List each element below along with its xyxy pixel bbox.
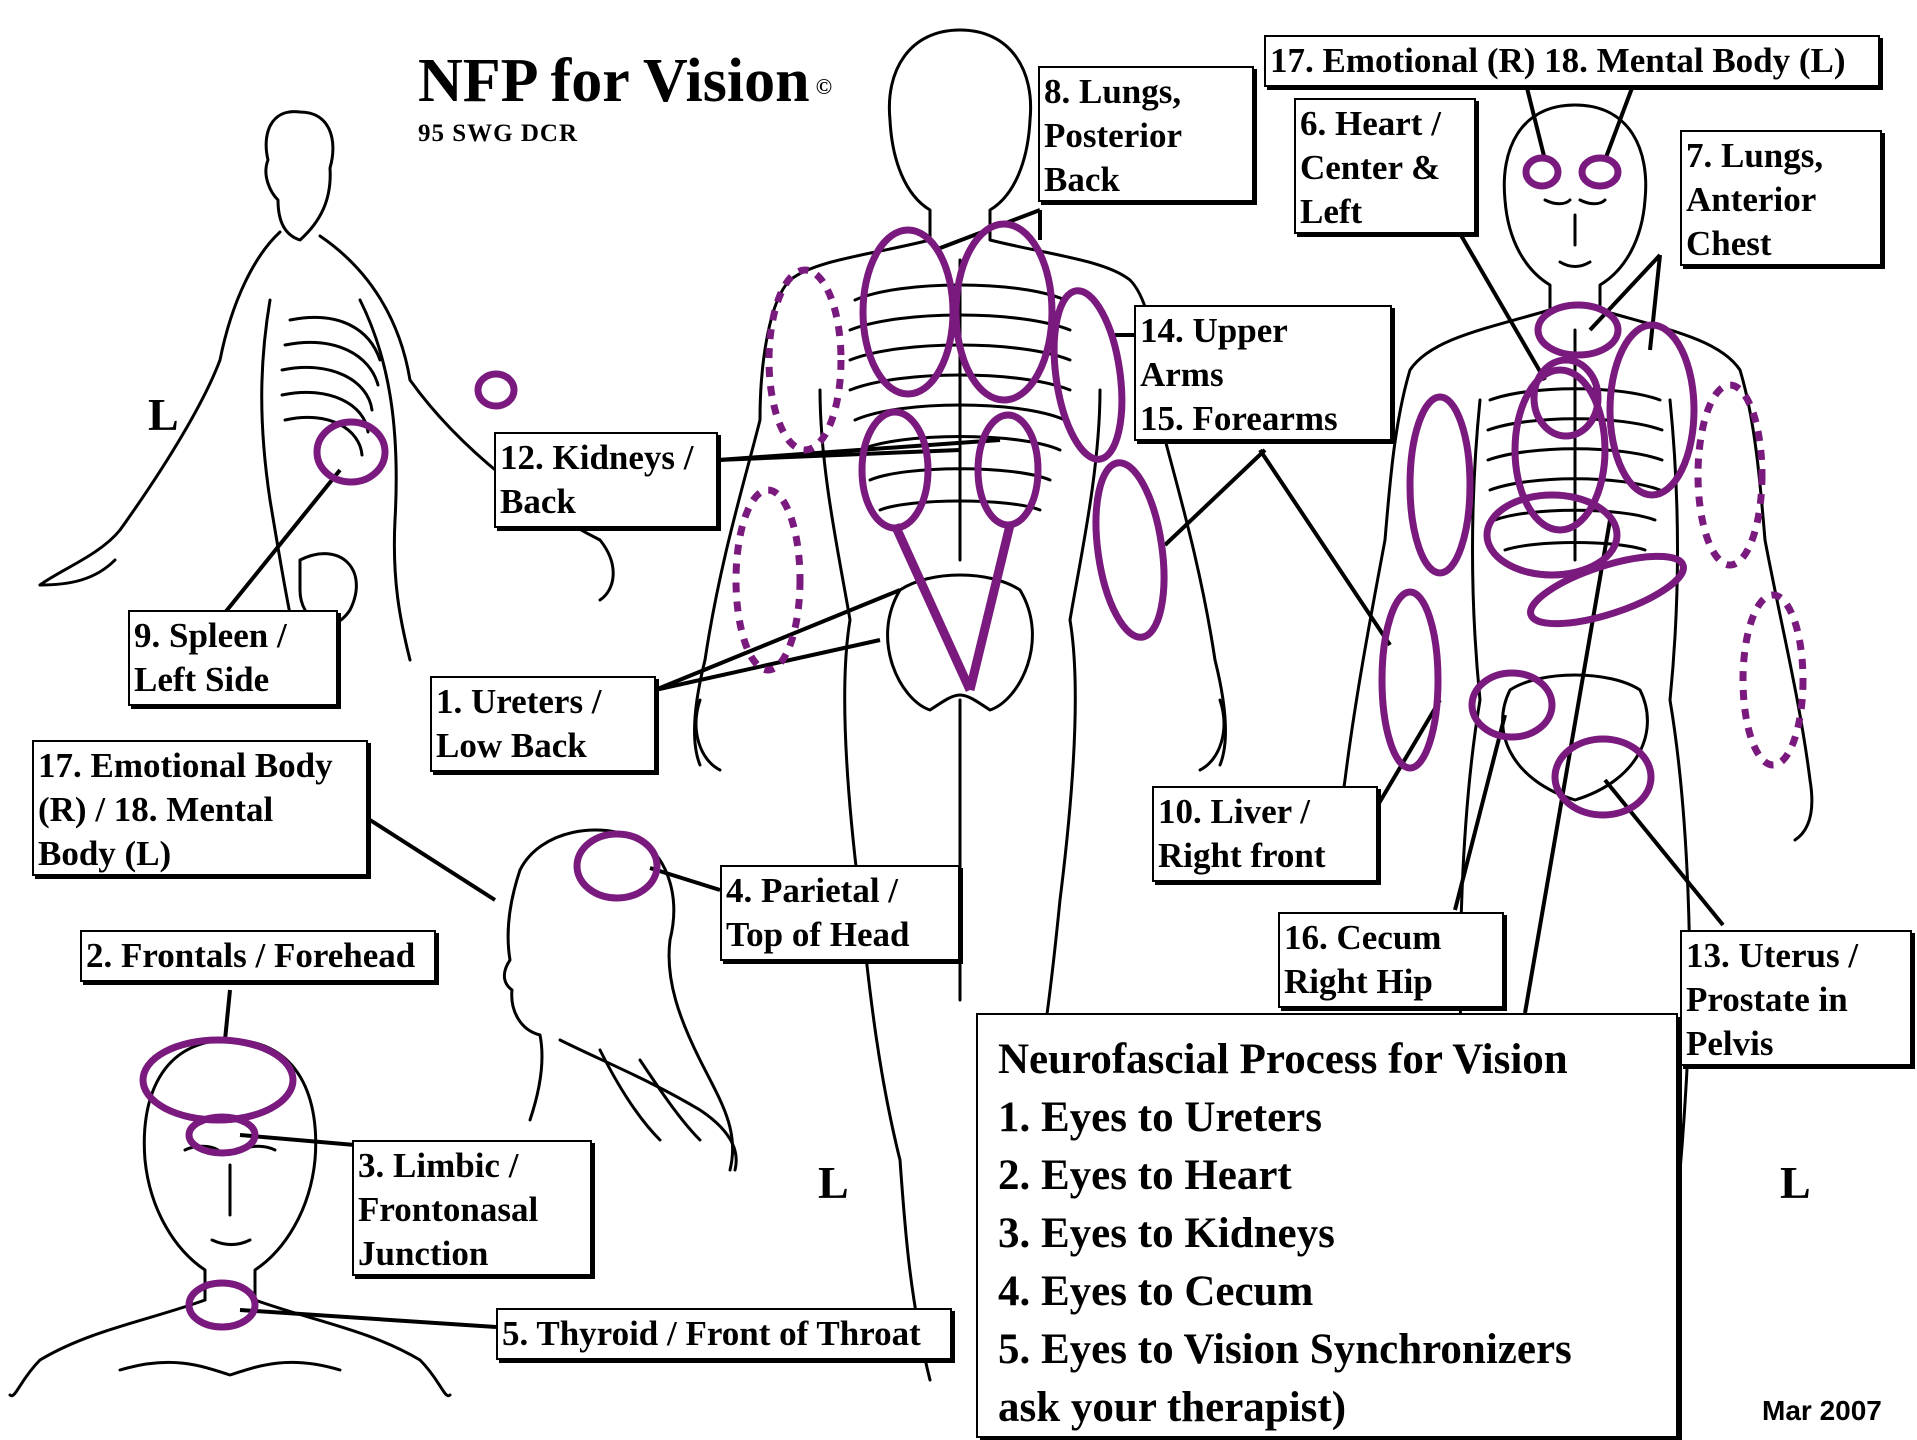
label-heart: 6. Heart / Center & Left — [1294, 98, 1476, 234]
head-profile-icon — [504, 830, 736, 1170]
side-marker-front-figure: L — [1780, 1156, 1811, 1209]
page-subtitle: 95 SWG DCR — [418, 120, 578, 148]
date-stamp: Mar 2007 — [1762, 1395, 1882, 1427]
process-step-3: 3. Eyes to Kidneys — [998, 1205, 1656, 1263]
process-step-4: 4. Eyes to Cecum — [998, 1263, 1656, 1321]
process-step-5: 5. Eyes to Vision Synchronizers — [998, 1321, 1656, 1379]
side-marker-left-figure: L — [148, 388, 179, 441]
process-step-2: 2. Eyes to Heart — [998, 1147, 1656, 1205]
side-marker-back-figure: L — [818, 1156, 849, 1209]
process-step-note: ask your therapist) — [998, 1379, 1656, 1437]
copyright-mark: © — [816, 74, 832, 99]
ureter-lines — [895, 525, 1010, 690]
label-thyroid: 5. Thyroid / Front of Throat — [496, 1308, 952, 1360]
label-ureters: 1. Ureters / Low Back — [430, 676, 656, 772]
label-uterus: 13. Uterus / Prostate in Pelvis — [1680, 930, 1912, 1066]
process-heading: Neurofascial Process for Vision — [998, 1031, 1656, 1089]
label-liver: 10. Liver / Right front — [1152, 786, 1378, 882]
process-box: Neurofascial Process for Vision 1. Eyes … — [976, 1013, 1678, 1438]
label-arms: 14. Upper Arms 15. Forearms — [1134, 305, 1392, 441]
label-spleen: 9. Spleen / Left Side — [128, 610, 338, 706]
label-kidneys: 12. Kidneys / Back — [494, 432, 718, 528]
title-text: NFP for Vision — [418, 47, 810, 115]
side-view-figure-icon — [40, 112, 613, 660]
label-limbic: 3. Limbic / Frontonasal Junction — [352, 1140, 592, 1276]
page-title: NFP for Vision© — [418, 46, 832, 122]
label-emotional-mental-left: 17. Emotional Body (R) / 18. Mental Body… — [32, 740, 368, 876]
label-parietal: 4. Parietal / Top of Head — [720, 865, 960, 961]
label-lungs-posterior: 8. Lungs, Posterior Back — [1038, 66, 1254, 202]
label-lungs-anterior: 7. Lungs, Anterior Chest — [1680, 130, 1882, 266]
label-cecum: 16. Cecum Right Hip — [1278, 912, 1504, 1008]
label-frontals: 2. Frontals / Forehead — [80, 930, 436, 982]
process-step-1: 1. Eyes to Ureters — [998, 1089, 1656, 1147]
label-emotional-mental-top: 17. Emotional (R) 18. Mental Body (L) — [1264, 35, 1880, 87]
